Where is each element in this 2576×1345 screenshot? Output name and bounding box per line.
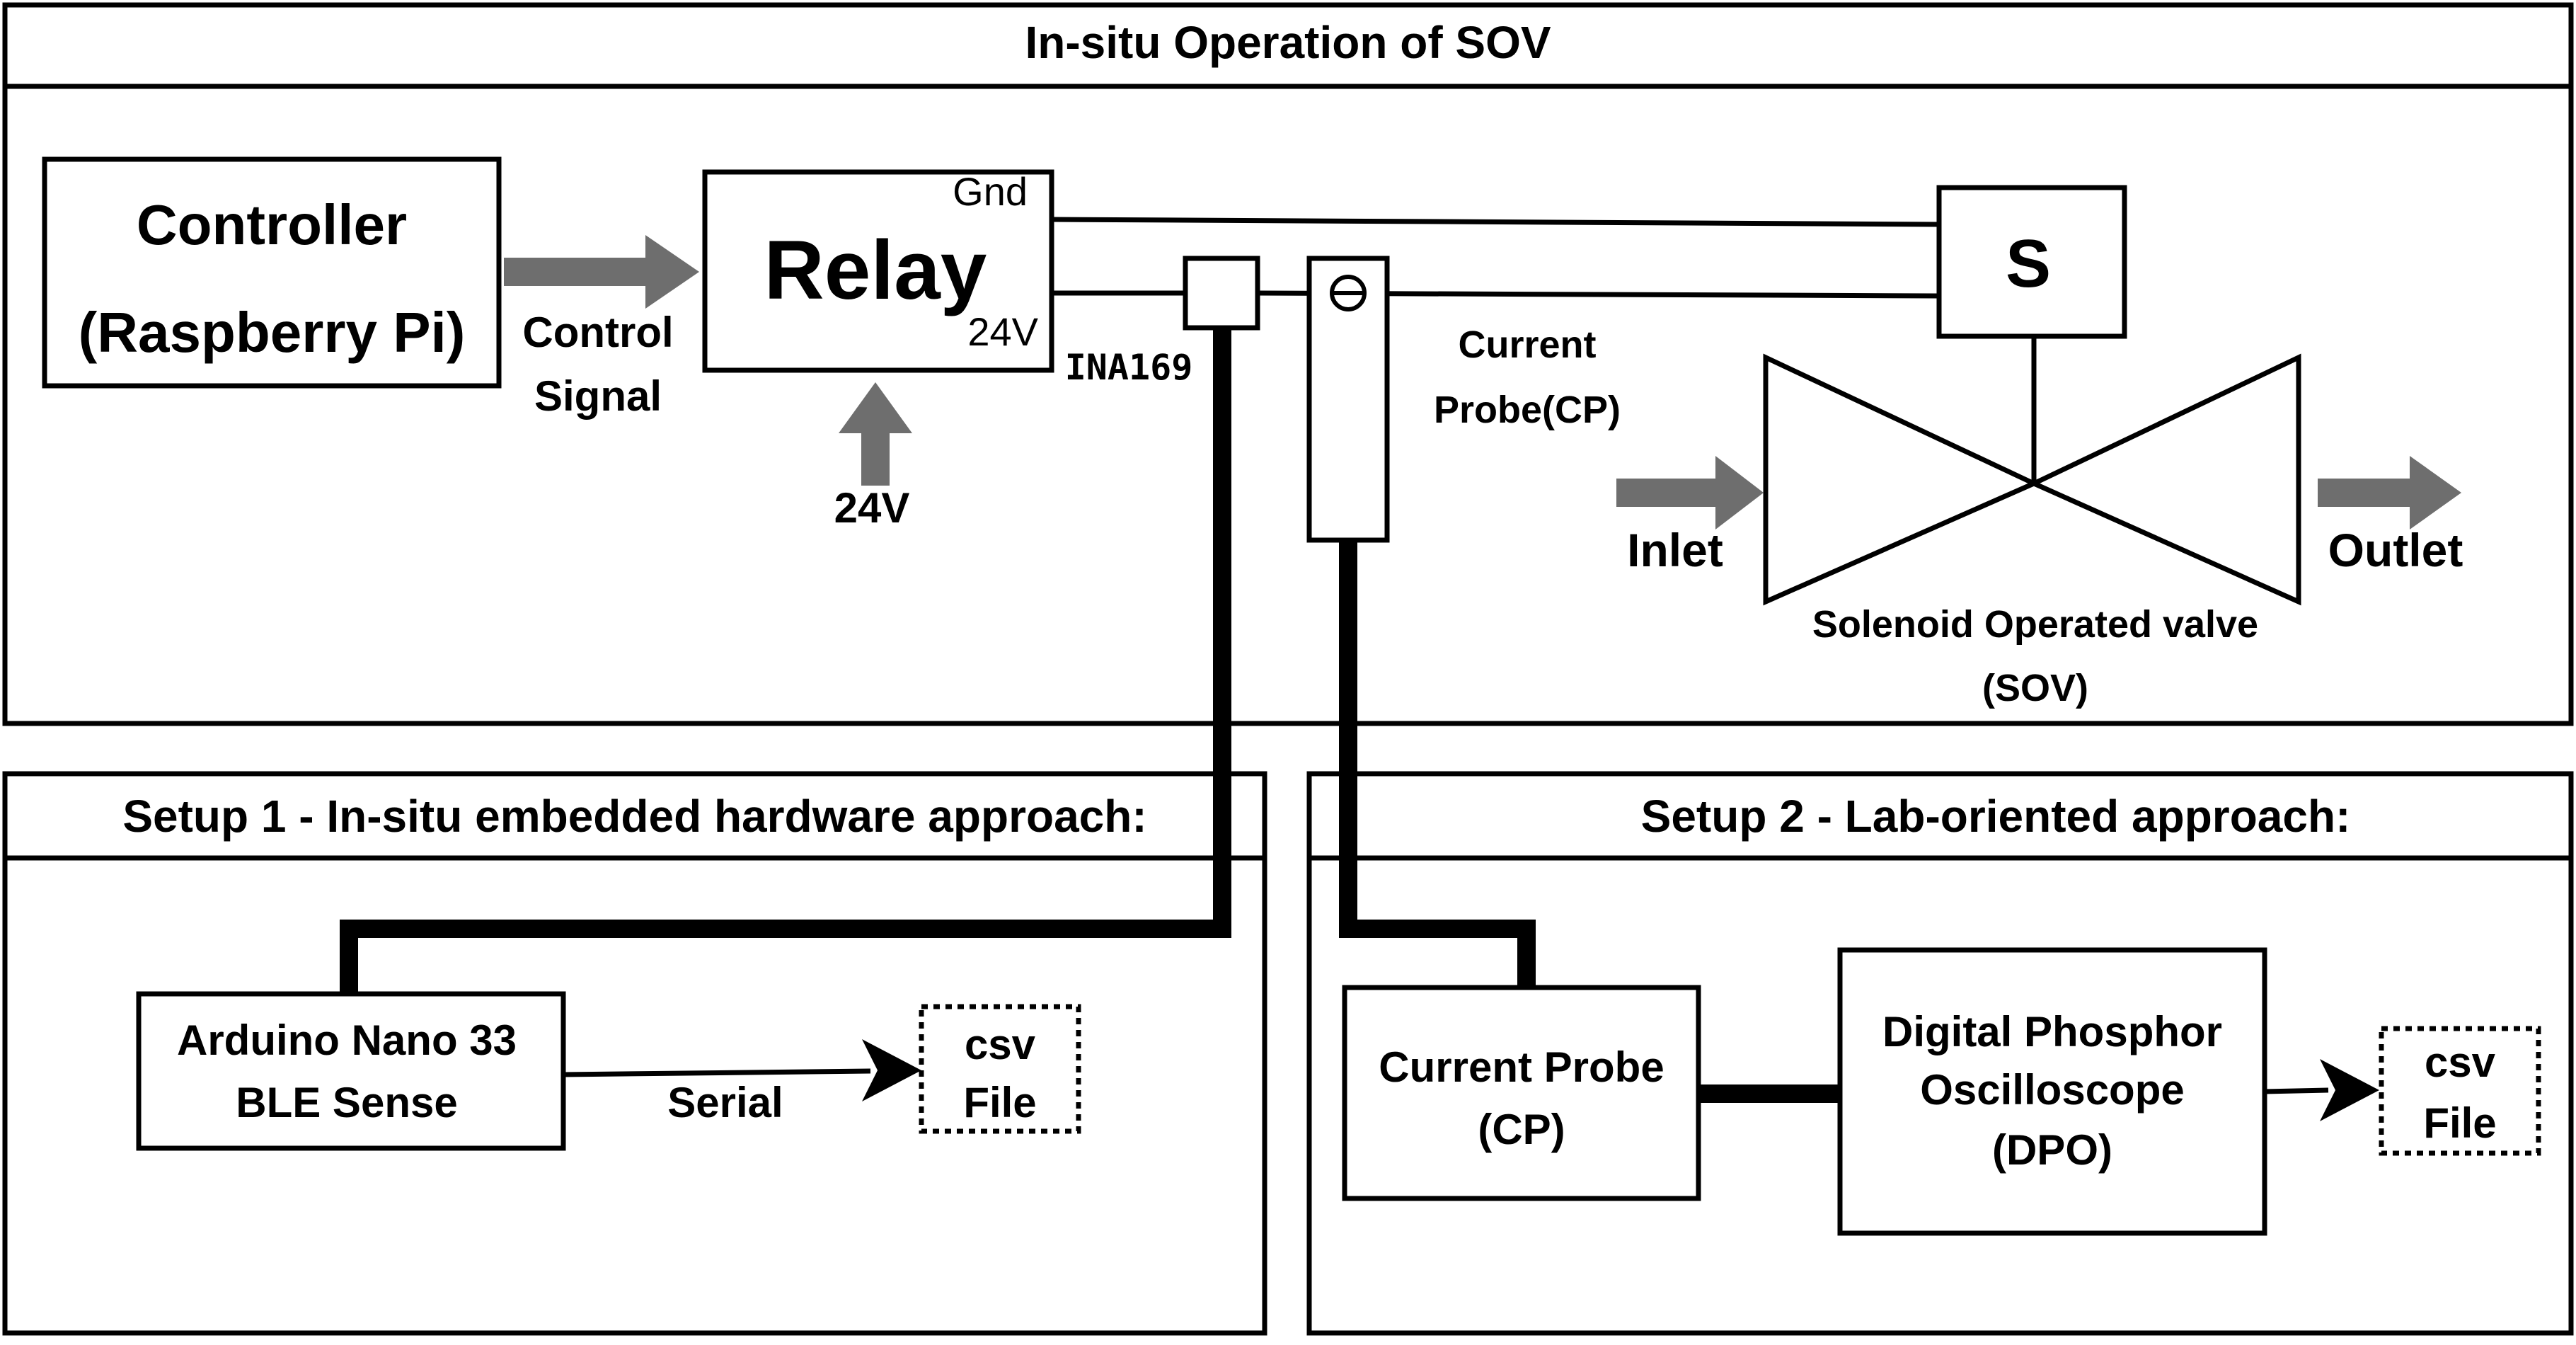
controller-label: Controller bbox=[137, 193, 407, 256]
valve-sublabel: (SOV) bbox=[1982, 667, 2088, 709]
arduino-label: Arduino Nano 33 bbox=[177, 1017, 517, 1064]
csv-file-2: csv File bbox=[2379, 1026, 2541, 1156]
control-signal-sublabel: Signal bbox=[534, 372, 662, 420]
inlet-label: Inlet bbox=[1627, 524, 1723, 576]
relay-gnd-label: Gnd bbox=[953, 169, 1028, 214]
relay-24v-label: 24V bbox=[967, 309, 1038, 354]
dpo-sublabel: Oscilloscope bbox=[1920, 1066, 2184, 1114]
current-probe-clamp-body bbox=[1306, 256, 1390, 543]
supply-label: 24V bbox=[834, 484, 910, 532]
supply-arrow: 24V bbox=[834, 382, 912, 532]
current-probe-label: Current bbox=[1458, 324, 1596, 366]
top-section: In-situ Operation of SOV bbox=[2, 2, 2574, 726]
controller-block: Controller (Raspberry Pi) bbox=[42, 156, 502, 389]
inlet-arrow-head bbox=[1715, 456, 1764, 530]
ina169-block: INA169 bbox=[1065, 256, 1260, 388]
supply-arrow-shaft bbox=[861, 432, 890, 486]
outlet-arrow-head bbox=[2410, 456, 2461, 530]
outlet-arrow-shaft bbox=[2318, 479, 2417, 507]
serial-arrow-line bbox=[563, 1068, 871, 1077]
current-probe-box: Current Probe (CP) bbox=[1342, 985, 1701, 1201]
top-section-title: In-situ Operation of SOV bbox=[1025, 17, 1551, 68]
dpo-csv-arrow bbox=[2264, 1059, 2379, 1121]
valve-label: Solenoid Operated valve bbox=[1812, 603, 2258, 646]
ina169-label: INA169 bbox=[1065, 347, 1193, 388]
csv-file-1-label: csv bbox=[965, 1021, 1036, 1068]
control-signal-arrow: Control Signal bbox=[504, 235, 699, 420]
relay-label: Relay bbox=[764, 224, 987, 317]
csv-file-1: csv File bbox=[919, 1004, 1081, 1134]
relay-box bbox=[702, 169, 1054, 373]
arduino-block: Arduino Nano 33 BLE Sense bbox=[136, 991, 566, 1151]
setup1-frame bbox=[2, 771, 1267, 1336]
gnd-wire bbox=[1051, 217, 1940, 227]
setup2-section: Setup 2 - Lab-oriented approach: bbox=[1306, 771, 2574, 1336]
top-section-frame bbox=[2, 2, 2574, 726]
current-probe-cable bbox=[1339, 540, 1536, 988]
ina169-cable bbox=[340, 328, 1231, 994]
dpo-csv-arrow-head bbox=[2320, 1059, 2379, 1121]
csv-file-2-sublabel: File bbox=[2423, 1099, 2496, 1147]
serial-arrow: Serial bbox=[563, 1039, 921, 1126]
arduino-box bbox=[136, 991, 566, 1151]
solenoid-label: S bbox=[2006, 226, 2051, 302]
current-probe-box-frame bbox=[1342, 985, 1701, 1201]
inlet-arrow-shaft bbox=[1616, 479, 1723, 507]
solenoid-box bbox=[1936, 185, 2127, 339]
outlet-label: Outlet bbox=[2328, 524, 2463, 576]
current-probe-box-label: Current Probe bbox=[1379, 1043, 1664, 1091]
controller-sublabel: (Raspberry Pi) bbox=[79, 301, 466, 364]
current-probe-clamp: Current Probe(CP) bbox=[1306, 256, 1621, 543]
solenoid-block: S bbox=[1936, 185, 2127, 483]
dpo-abbrev: (DPO) bbox=[1992, 1126, 2112, 1174]
csv-file-1-box bbox=[919, 1004, 1081, 1134]
csv-file-2-label: csv bbox=[2425, 1038, 2496, 1086]
inlet-arrow: Inlet bbox=[1616, 456, 1764, 576]
arduino-sublabel: BLE Sense bbox=[236, 1079, 457, 1126]
relay-block: Relay Gnd 24V bbox=[702, 169, 1054, 373]
control-signal-arrow-head bbox=[645, 235, 699, 309]
valve-left-triangle bbox=[1763, 353, 2040, 606]
setup2-title: Setup 2 - Lab-oriented approach: bbox=[1641, 791, 2351, 842]
serial-arrow-head bbox=[862, 1039, 921, 1101]
setup1-title: Setup 1 - In-situ embedded hardware appr… bbox=[122, 791, 1146, 842]
csv-file-1-sublabel: File bbox=[963, 1079, 1036, 1126]
dpo-label: Digital Phosphor bbox=[1882, 1008, 2222, 1055]
serial-label: Serial bbox=[667, 1079, 783, 1126]
csv-file-2-box bbox=[2379, 1026, 2541, 1156]
dpo-block: Digital Phosphor Oscilloscope (DPO) bbox=[1837, 947, 2267, 1236]
valve-symbol: Solenoid Operated valve (SOV) bbox=[1763, 353, 2301, 709]
supply-arrow-head bbox=[839, 382, 912, 433]
control-signal-label: Control bbox=[522, 309, 673, 356]
outlet-arrow: Outlet bbox=[2318, 456, 2463, 576]
dpo-csv-arrow-line bbox=[2264, 1087, 2329, 1094]
setup1-section: Setup 1 - In-situ embedded hardware appr… bbox=[2, 771, 1267, 1336]
controller-box bbox=[42, 156, 502, 389]
setup2-frame bbox=[1306, 771, 2574, 1336]
control-signal-arrow-shaft bbox=[504, 258, 652, 286]
ina169-box bbox=[1183, 256, 1260, 331]
current-probe-box-sublabel: (CP) bbox=[1478, 1106, 1565, 1153]
valve-right-triangle bbox=[2028, 353, 2301, 606]
current-probe-sublabel: Probe(CP) bbox=[1434, 389, 1621, 431]
